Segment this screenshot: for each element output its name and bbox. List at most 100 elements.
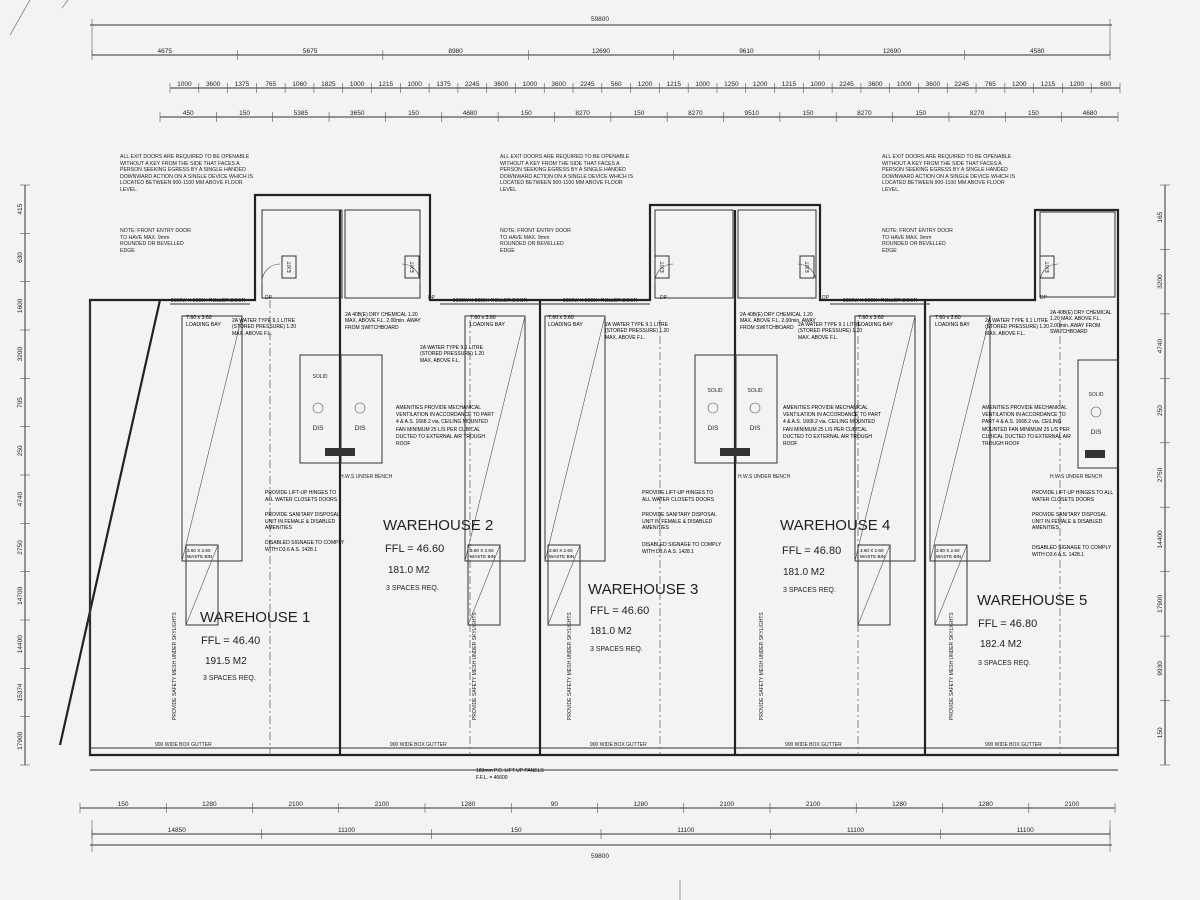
waste-bins — [185, 544, 968, 626]
water-ext-1: 2A WATER TYPE 9.1 LITRE (STORED PRESSURE… — [232, 318, 297, 337]
row3-label: 150 — [1028, 110, 1039, 117]
exit-note-3: ALL EXIT DOORS ARE REQUIRED TO BE OPENAB… — [882, 154, 1015, 193]
roller-door-2: 3600W X 5000H ROLLER DOOR — [453, 298, 528, 304]
amenities-note-2: AMENITIES PROVIDE MECHANICAL VENTILATION… — [783, 405, 881, 448]
gutters: 900 WIDE BOX GUTTER 900 WIDE BOX GUTTER … — [155, 742, 1042, 748]
solid-label-1: SOLID — [312, 374, 327, 380]
right-label: 165 — [1157, 211, 1164, 222]
exit-label-3: EXIT — [660, 261, 666, 272]
hws-2: H.W.S UNDER BENCH — [738, 474, 791, 480]
row2-label: 1200 — [1012, 81, 1027, 88]
dp-2: DP — [428, 295, 436, 301]
front-door-note-3: NOTE: FRONT ENTRY DOOR TO HAVE MAX. 9mm … — [882, 228, 953, 254]
bottom_small-label: 2100 — [806, 801, 821, 808]
row2-label: 3600 — [494, 81, 509, 88]
solid-label-3: SOLID — [747, 388, 762, 394]
loading-bays — [181, 315, 991, 562]
waste-bin-1: 3.60 X 2.60 WASTE BIN — [187, 548, 213, 559]
row3-label: 150 — [803, 110, 814, 117]
left-label: 415 — [17, 203, 24, 214]
row2-label: 3600 — [868, 81, 883, 88]
bottom_small-label: 1280 — [978, 801, 993, 808]
dp-4: DP — [822, 295, 830, 301]
water-ext-5: 2A WATER TYPE 9.1 LITRE (STORED PRESSURE… — [985, 318, 1050, 337]
left-label: 14700 — [17, 586, 24, 604]
gutter-2: 900 WIDE BOX GUTTER — [390, 742, 447, 748]
chem-ext-1: 2A 40B(E) DRY CHEMICAL 1.20 MAX. ABOVE F… — [345, 312, 421, 331]
warehouse-3-area: 181.0 M2 — [590, 626, 632, 637]
exit-signs: EXIT EXIT EXIT EXIT EXIT — [281, 255, 1055, 279]
amenities-note-1: AMENITIES PROVIDE MECHANICAL VENTILATION… — [396, 405, 494, 448]
bay-notes: 7.60 x 3.60 LOADING BAY 7.60 x 3.60 LOAD… — [186, 310, 1113, 559]
row2-label: 1375 — [436, 81, 451, 88]
dp-3: DP — [660, 295, 668, 301]
warehouse-2-area: 181.0 M2 — [388, 565, 430, 576]
bottom_small-label: 1280 — [633, 801, 648, 808]
row3-label: 150 — [521, 110, 532, 117]
left-label: 2750 — [17, 540, 24, 555]
row1-label: 12690 — [883, 48, 901, 55]
amenities-note-3: AMENITIES PROVIDE MECHANICAL VENTILATION… — [982, 405, 1071, 448]
left-label: 630 — [17, 252, 24, 263]
row3-label: 8270 — [970, 110, 985, 117]
sanitary-note-1: PROVIDE SANITARY DISPOSAL UNIT IN FEMALE… — [265, 512, 340, 532]
hws-1: H.W.S UNDER BENCH — [340, 474, 393, 480]
dp-5: DP — [1040, 295, 1048, 301]
top-overall-dimension: 59800 — [90, 16, 1112, 55]
loading-bay-4: 7.60 x 3.60 LOADING BAY — [858, 315, 893, 328]
row2-label: 1215 — [667, 81, 682, 88]
warehouse-1-spaces: 3 SPACES REQ. — [203, 675, 256, 682]
dis-label-1: DIS — [313, 425, 325, 432]
roller-door-4: 3600W X 5000H ROLLER DOOR — [843, 298, 918, 304]
row3-label: 150 — [915, 110, 926, 117]
row2-label: 765 — [265, 81, 276, 88]
bottom_small-label: 1280 — [461, 801, 476, 808]
chem-ext-2: 2A 40B(E) DRY CHEMICAL 1.20 MAX. ABOVE F… — [740, 312, 816, 331]
right-label: 14400 — [1157, 530, 1164, 548]
front-door-note-2: NOTE: FRONT ENTRY DOOR TO HAVE MAX. 9mm … — [500, 228, 571, 254]
hinges-note-1: PROVIDE LIFT-UP HINGES TO ALL WATER CLOS… — [265, 490, 338, 503]
bottom_small-label: 2100 — [1065, 801, 1080, 808]
water-ext-4: 2A WATER TYPE 9.1 LITRE (STORED PRESSURE… — [798, 322, 863, 341]
gutter-5: 900 WIDE BOX GUTTER — [985, 742, 1042, 748]
right-label: 2750 — [1157, 467, 1164, 482]
row2-label: 1215 — [782, 81, 797, 88]
bottom_row-label: 11100 — [677, 827, 694, 834]
sanitary-note-3: PROVIDE SANITARY DISPOSAL UNIT IN FEMALE… — [1032, 512, 1107, 532]
bottom_row-label: 11100 — [338, 827, 355, 834]
loading-bay-2: 7.60 x 3.60 LOADING BAY — [470, 315, 505, 328]
bottom-total-dim: 59800 — [591, 853, 609, 860]
row3-label: 9510 — [744, 110, 759, 117]
row1-label: 4580 — [1030, 48, 1045, 55]
row1-label: 12690 — [592, 48, 610, 55]
bottom_small-label: 1280 — [202, 801, 217, 808]
signage-note-2: DISABLED SIGNAGE TO COMPLY WITH D3.6 A.S… — [642, 542, 722, 555]
exit-label-4: EXIT — [805, 261, 811, 272]
left-label: 17900 — [17, 731, 24, 749]
exit-note-1: ALL EXIT DOORS ARE REQUIRED TO BE OPENAB… — [120, 154, 253, 193]
row3-label: 5385 — [294, 110, 309, 117]
amenity-blocks: DIS DIS DIS DIS DIS SOLID SOLID SOLID SO… — [299, 354, 1119, 469]
warehouse-2-name: WAREHOUSE 2 — [383, 517, 493, 534]
row2-label: 600 — [1100, 81, 1111, 88]
row2-label: 1000 — [350, 81, 365, 88]
row2-label: 560 — [611, 81, 622, 88]
row2-label: 1375 — [235, 81, 250, 88]
left-label: 1600 — [17, 298, 24, 313]
bottom_row-label: 14850 — [168, 827, 186, 834]
bottom_small-label: 90 — [551, 801, 559, 808]
building-outline — [58, 193, 1120, 771]
warehouse-5-area: 182.4 M2 — [980, 639, 1022, 650]
dis-label-2: DIS — [355, 425, 367, 432]
bottom_small-label: 150 — [118, 801, 129, 808]
row2-label: 1060 — [292, 81, 307, 88]
panels-note: 180mm P.C. LIFT UP PANELS F.F.L. = 46600 — [476, 768, 544, 781]
row3-label: 4680 — [1083, 110, 1098, 117]
row2-label: 2245 — [465, 81, 480, 88]
vertical-note-1: PROVIDE SAFETY MESH UNDER SKYLIGHTS — [172, 612, 178, 720]
right-label: 4740 — [1157, 339, 1164, 354]
row2-label: 3600 — [551, 81, 566, 88]
left-label: 250 — [17, 445, 24, 456]
signage-note-3: DISABLED SIGNAGE TO COMPLY WITH D3.6 A.S… — [1032, 545, 1112, 558]
row1-label: 8980 — [448, 48, 463, 55]
